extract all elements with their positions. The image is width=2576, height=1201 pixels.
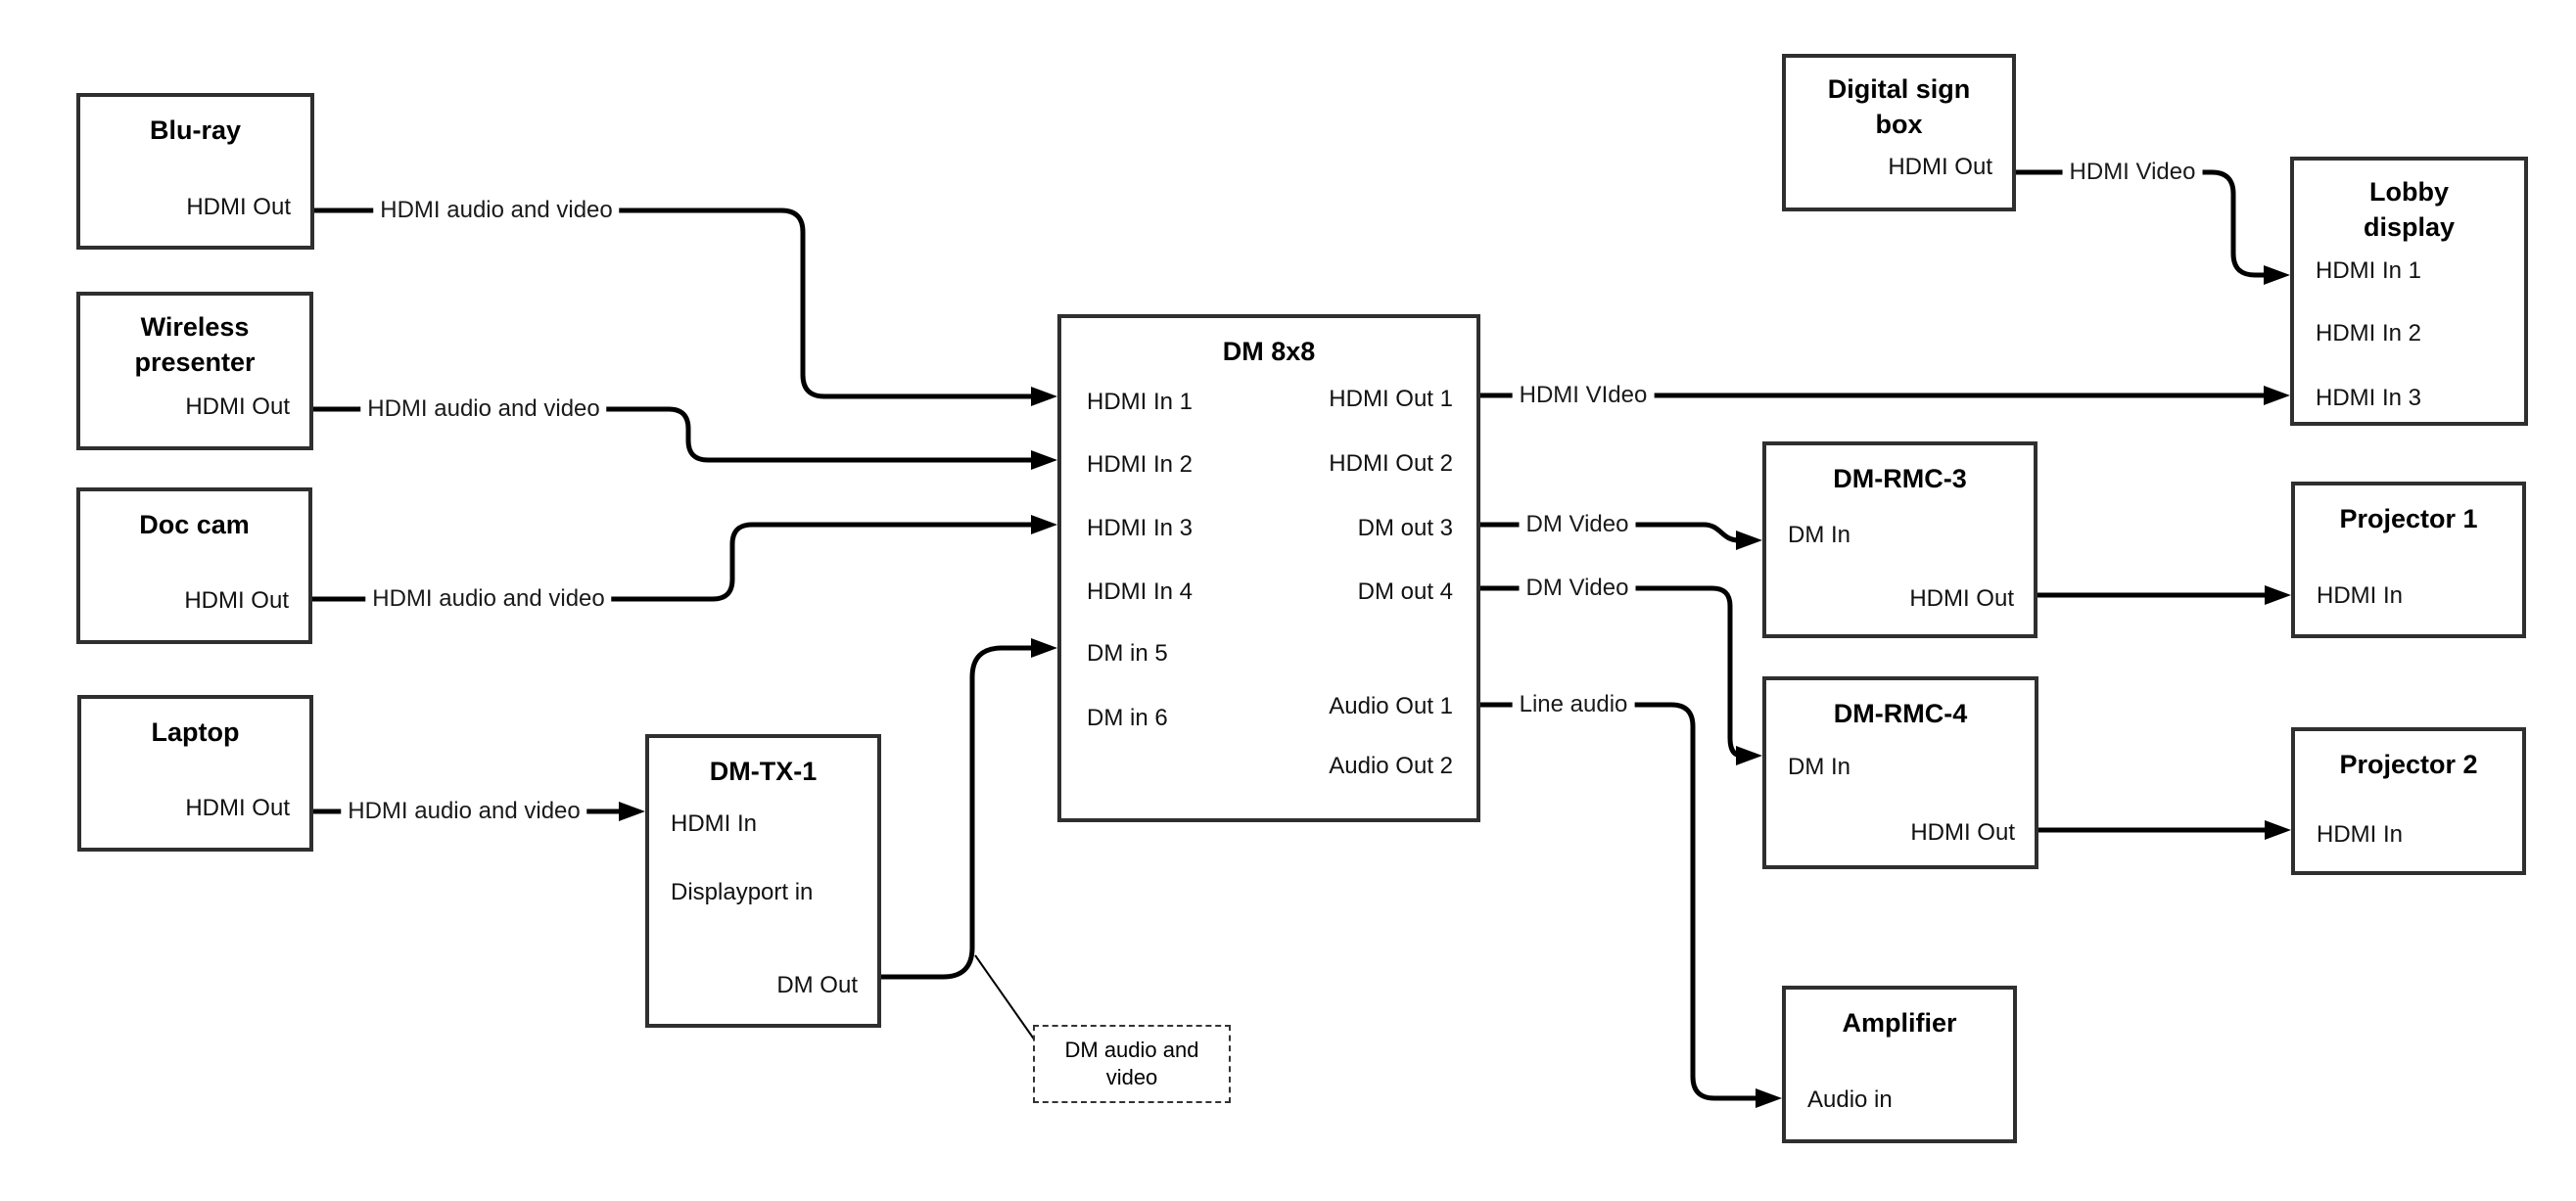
port-dm-out-4: DM out 4 [1357,578,1453,605]
note-callout-line [974,954,1036,1041]
port-hdmi-out: HDMI Out [185,393,290,420]
node-title: Lobby display [2363,177,2456,242]
node-title: Wireless presenter [134,312,256,377]
node-digital-sign-box: Digital sign box HDMI Out [1782,54,2016,211]
port-hdmi-out: HDMI Out [185,795,290,821]
note-dm-audio-and-video: DM audio and video [1033,1025,1231,1103]
node-lobby-display: Lobby display HDMI In 1 HDMI In 2 HDMI I… [2290,157,2528,426]
node-title: DM-RMC-4 [1833,699,1968,728]
node-amplifier: Amplifier Audio in [1782,986,2017,1143]
arrowhead [2264,265,2290,285]
node-title: DM 8x8 [1222,337,1316,366]
node-title: Digital sign box [1827,74,1971,139]
arrowhead [1756,1088,1782,1108]
port-dm-in-5: DM in 5 [1087,640,1168,667]
node-dm-rmc-4: DM-RMC-4 DM In HDMI Out [1762,676,2038,869]
port-hdmi-in-4: HDMI In 4 [1087,578,1194,605]
port-hdmi-out-1: HDMI Out 1 [1329,386,1453,412]
wire-label: HDMI Video [2062,158,2203,187]
port-hdmi-in-3: HDMI In 3 [1087,515,1194,541]
wire-label: DM Video [1519,574,1636,603]
arrowhead [1736,746,1762,765]
port-dm-in-6: DM in 6 [1087,705,1168,731]
node-title: Projector 1 [2339,504,2478,533]
arrowhead [1031,450,1057,470]
port-hdmi-in-1: HDMI In 1 [2316,257,2422,284]
wire-dm8x8-to-rmc3 [1480,522,1740,543]
node-title: DM-RMC-3 [1833,464,1967,493]
wire-label: HDMI audio and video [341,797,587,826]
wire-doccam-to-dm8x8 [312,522,1034,602]
port-hdmi-out: HDMI Out [1909,585,2014,612]
wire-label: DM Video [1519,510,1636,539]
port-dm-in: DM In [1788,754,1851,780]
arrowhead [1031,387,1057,406]
port-hdmi-in-2: HDMI In 2 [1087,451,1194,478]
port-dm-in: DM In [1788,522,1851,548]
port-hdmi-in: HDMI In [2317,582,2404,609]
node-title: Projector 2 [2339,750,2478,779]
port-hdmi-in: HDMI In [671,810,758,837]
node-title: Laptop [151,717,240,747]
port-hdmi-out: HDMI Out [1888,154,1992,180]
port-audio-out-2: Audio Out 2 [1329,753,1453,779]
port-hdmi-out: HDMI Out [184,587,289,614]
wire-label: HDMI VIdeo [1512,381,1655,410]
wire-label: HDMI audio and video [373,196,620,225]
port-hdmi-in-1: HDMI In 1 [1087,389,1194,415]
arrowhead [619,802,645,821]
wire-label: HDMI audio and video [365,584,612,614]
port-hdmi-in-3: HDMI In 3 [2316,385,2422,411]
wire-label: Line audio [1512,690,1635,719]
wire-dmtx1-to-dm8x8 [881,645,1034,980]
port-hdmi-out: HDMI Out [1910,819,2015,846]
node-title: Blu-ray [149,115,242,145]
port-hdmi-in: HDMI In [2317,821,2404,848]
node-dm-8x8: DM 8x8 HDMI In 1 HDMI In 2 HDMI In 3 HDM… [1057,314,1480,822]
wire-bluray-to-dm8x8 [314,208,1034,399]
node-dm-rmc-3: DM-RMC-3 DM In HDMI Out [1762,441,2037,638]
node-title: Amplifier [1842,1008,1957,1038]
wire-label: HDMI audio and video [360,394,607,424]
note-text: DM audio and video [1064,1038,1199,1089]
arrowhead [1031,638,1057,658]
arrowhead [2265,820,2291,840]
port-hdmi-in-2: HDMI In 2 [2316,320,2422,346]
node-title: DM-TX-1 [709,757,818,786]
port-audio-out-1: Audio Out 1 [1329,693,1453,719]
node-projector-1: Projector 1 HDMI In [2291,482,2526,638]
arrowhead [1736,531,1762,550]
port-dm-out: DM Out [776,972,858,998]
node-bluray: Blu-ray HDMI Out [76,93,314,250]
node-dm-tx-1: DM-TX-1 HDMI In Displayport in DM Out [645,734,881,1028]
wire-signbox-to-lobby [2016,169,2266,278]
arrowhead [1031,515,1057,534]
node-projector-2: Projector 2 HDMI In [2291,727,2526,875]
node-laptop: Laptop HDMI Out [77,695,313,852]
arrowhead [2265,585,2291,605]
node-title: Doc cam [139,510,250,539]
port-displayport-in: Displayport in [671,879,814,905]
wire-dm8x8-to-amplifier [1480,702,1758,1101]
wire-wireless-to-dm8x8 [313,406,1034,463]
port-audio-in: Audio in [1807,1086,1893,1113]
port-hdmi-out: HDMI Out [186,194,291,220]
node-doc-cam: Doc cam HDMI Out [76,487,312,644]
wire-dm8x8-to-rmc4 [1480,585,1743,759]
node-wireless-presenter: Wireless presenter HDMI Out [76,292,313,450]
arrowhead [2264,386,2290,405]
port-hdmi-out-2: HDMI Out 2 [1329,450,1453,477]
port-dm-out-3: DM out 3 [1357,515,1453,541]
